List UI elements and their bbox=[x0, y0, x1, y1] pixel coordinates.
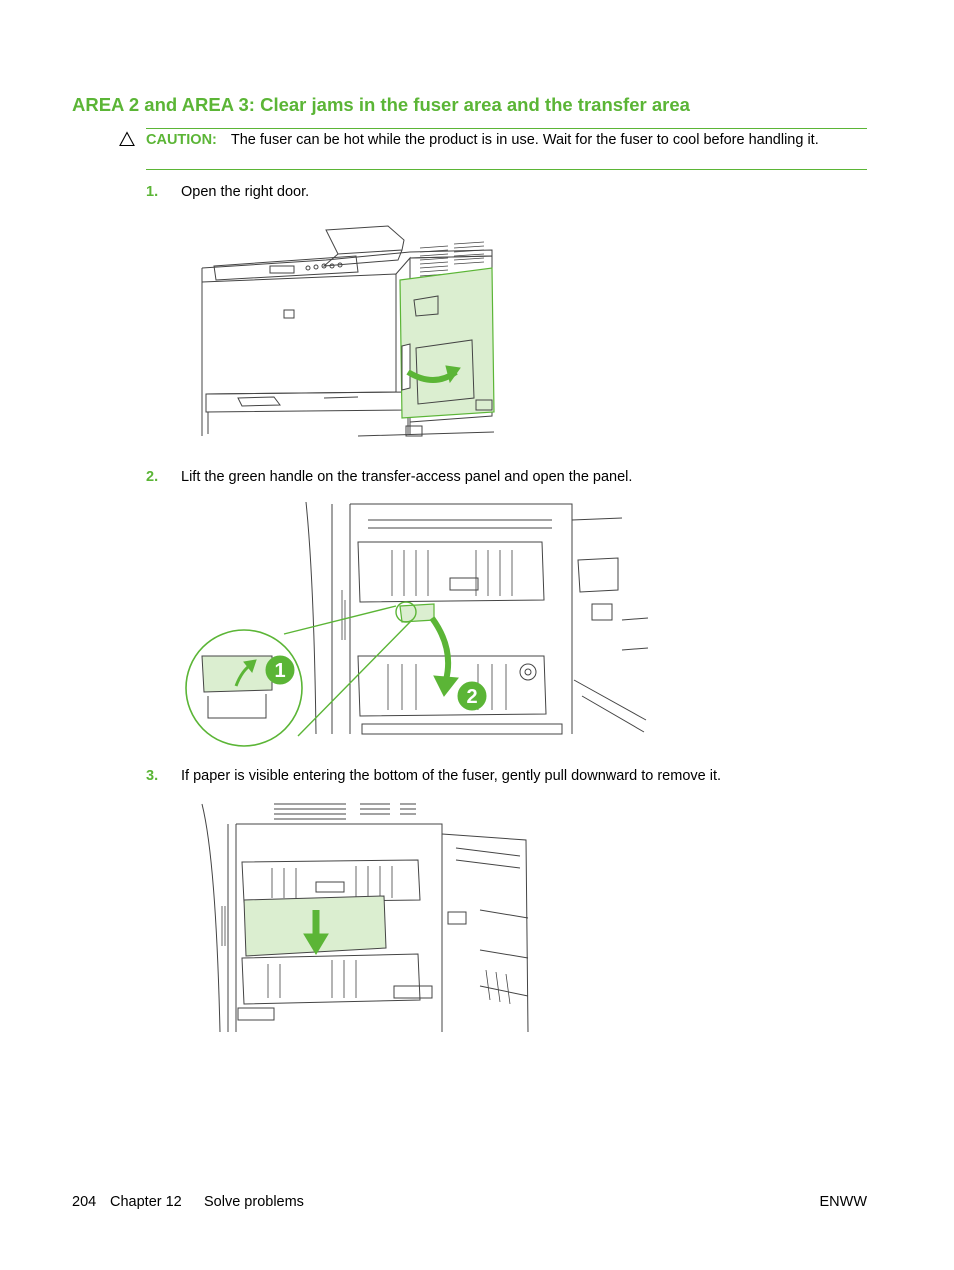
caution-text: The fuser can be hot while the product i… bbox=[230, 132, 819, 148]
caution-rule-bottom bbox=[146, 169, 867, 170]
section-heading: AREA 2 and AREA 3: Clear jams in the fus… bbox=[72, 94, 690, 115]
callout-2-label: 2 bbox=[466, 686, 477, 708]
step-1-text: Open the right door. bbox=[181, 184, 310, 200]
figure-open-right-door bbox=[201, 225, 495, 437]
figure-lift-green-handle: 1 2 bbox=[185, 501, 648, 747]
page-number: 204 bbox=[72, 1194, 97, 1210]
caution-label: CAUTION: bbox=[146, 132, 217, 148]
caution-note: CAUTION: The fuser can be hot while the p… bbox=[146, 131, 870, 150]
footer-chapter-title: Solve problems bbox=[204, 1194, 304, 1210]
step-3-number: 3. bbox=[146, 768, 159, 784]
figure-pull-paper-down bbox=[201, 803, 529, 1033]
step-2-number: 2. bbox=[146, 469, 159, 485]
footer-enww: ENWW bbox=[819, 1194, 867, 1210]
step-3-text: If paper is visible entering the bottom … bbox=[181, 768, 722, 784]
footer-chapter: Chapter 12 bbox=[110, 1194, 182, 1210]
step-1-number: 1. bbox=[146, 184, 159, 200]
caution-rule-top bbox=[146, 128, 867, 129]
step-2-text: Lift the green handle on the transfer-ac… bbox=[181, 469, 633, 485]
caution-triangle-icon bbox=[119, 131, 135, 147]
callout-1-label: 1 bbox=[274, 660, 285, 682]
